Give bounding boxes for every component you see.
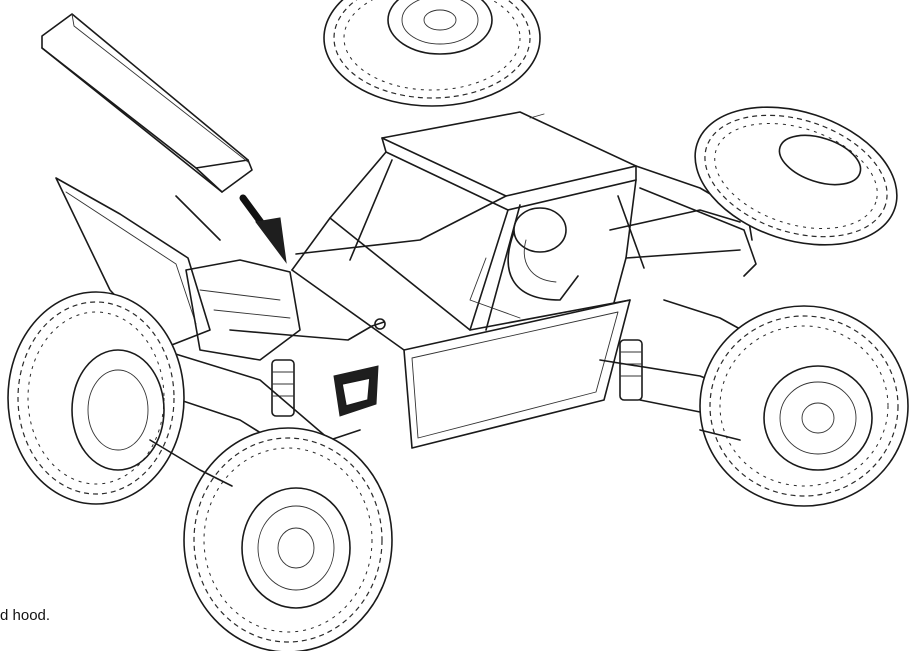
hood-panel	[41, 13, 253, 193]
wheel-rear-right	[699, 305, 909, 507]
spare-wheel-top	[323, 0, 541, 107]
insert-arrow	[239, 194, 287, 264]
front-panel-open	[55, 177, 221, 349]
instruction-caption: d hood.	[0, 607, 51, 624]
spare-wheel-rear	[694, 106, 898, 246]
wheel-front-left	[7, 291, 185, 505]
roll-cage	[291, 111, 757, 449]
driver-seat	[469, 207, 579, 319]
wheel-front-right	[183, 427, 393, 653]
axle-links	[149, 429, 741, 487]
